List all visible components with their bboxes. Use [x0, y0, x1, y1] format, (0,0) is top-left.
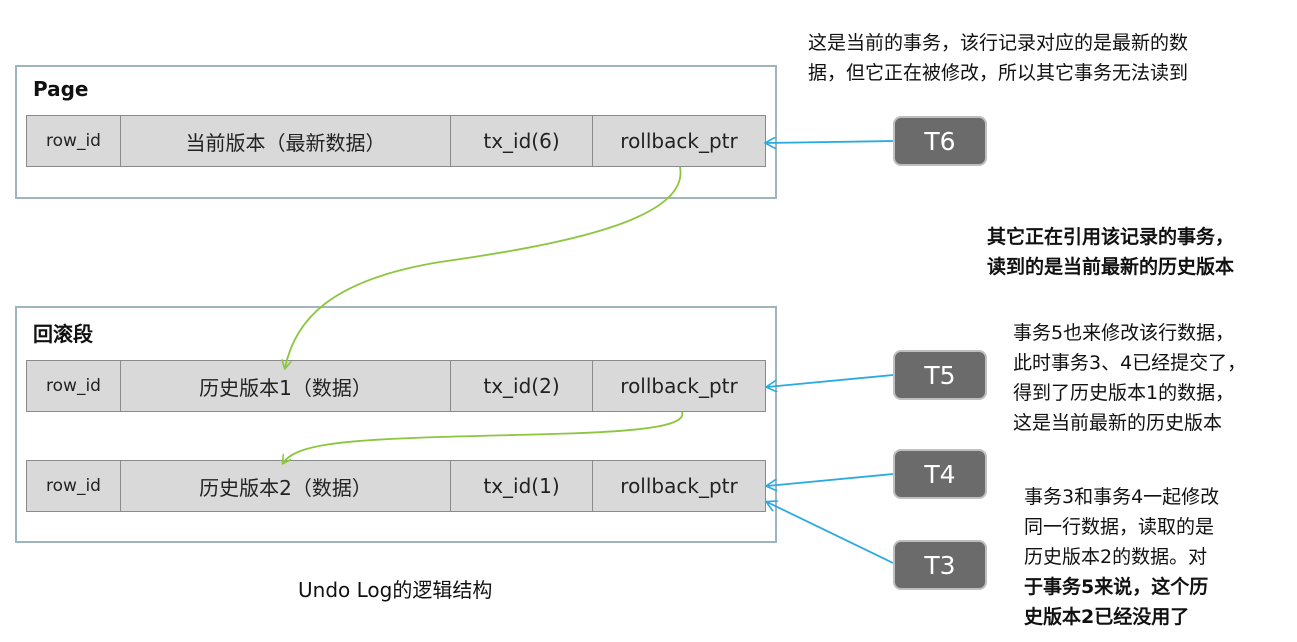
undo-box-title: 回滚段	[33, 322, 93, 346]
note-line: 史版本2已经没用了	[1024, 606, 1190, 628]
t6-arrow	[766, 141, 894, 143]
row-id-cell: row_id	[27, 461, 121, 511]
note-line: 读到的是当前最新的历史版本	[987, 256, 1235, 278]
page-box-title: Page	[33, 77, 89, 101]
tx-id-cell: tx_id(2)	[451, 361, 593, 411]
t5-arrow	[767, 374, 894, 387]
transaction-t3[interactable]: T3	[893, 540, 987, 590]
note-line: 这是当前的事务，该行记录对应的是最新的数	[808, 32, 1189, 54]
note-line: 这是当前最新的历史版本	[1013, 412, 1223, 434]
note-t6: 这是当前的事务，该行记录对应的是最新的数 据，但它正在被修改，所以其它事务无法读…	[808, 28, 1288, 88]
note-t3-t4: 事务3和事务4一起修改 同一行数据，读取的是 历史版本2的数据。对 于事务5来说…	[1024, 482, 1294, 632]
version-cell: 当前版本（最新数据）	[121, 116, 451, 166]
tx-id-cell: tx_id(6)	[451, 116, 593, 166]
note-line: 事务3和事务4一起修改	[1024, 486, 1220, 508]
transaction-t6[interactable]: T6	[893, 116, 987, 166]
rollback-ptr-cell: rollback_ptr	[620, 474, 738, 498]
note-line: 此时事务3、4已经提交了，	[1013, 352, 1247, 374]
version-cell: 历史版本1（数据）	[121, 361, 451, 411]
note-others: 其它正在引用该记录的事务， 读到的是当前最新的历史版本	[987, 222, 1287, 282]
note-line: 事务5也来修改该行数据，	[1013, 322, 1235, 344]
rollback-ptr-cell: rollback_ptr	[620, 129, 738, 153]
note-t5: 事务5也来修改该行数据， 此时事务3、4已经提交了， 得到了历史版本1的数据， …	[1013, 318, 1293, 438]
note-line: 据，但它正在被修改，所以其它事务无法读到	[808, 62, 1189, 84]
rollback-arrow-current-to-h1	[285, 166, 682, 368]
note-line: 同一行数据，读取的是	[1024, 516, 1215, 538]
note-line: 得到了历史版本1的数据，	[1013, 382, 1235, 404]
note-line: 于事务5来说，这个历	[1024, 576, 1209, 598]
transaction-t4[interactable]: T4	[893, 449, 987, 499]
note-line: 历史版本2的数据。对	[1024, 546, 1208, 568]
row-id-cell: row_id	[27, 361, 121, 411]
version-cell: 历史版本2（数据）	[121, 461, 451, 511]
rollback-ptr-cell: rollback_ptr	[620, 374, 738, 398]
diagram-caption: Undo Log的逻辑结构	[298, 578, 493, 602]
tx-id-cell: tx_id(1)	[451, 461, 593, 511]
row-history-2: row_id 历史版本2（数据） tx_id(1) rollback_ptr	[26, 460, 766, 512]
t4-arrow	[767, 473, 894, 486]
transaction-t5[interactable]: T5	[893, 350, 987, 400]
note-line: 其它正在引用该记录的事务，	[987, 226, 1235, 248]
row-history-1: row_id 历史版本1（数据） tx_id(2) rollback_ptr	[26, 360, 766, 412]
row-id-cell: row_id	[27, 116, 121, 166]
rollback-arrow-h1-to-h2	[283, 411, 683, 463]
row-current: row_id 当前版本（最新数据） tx_id(6) rollback_ptr	[26, 115, 766, 167]
t3-arrow	[767, 502, 894, 564]
